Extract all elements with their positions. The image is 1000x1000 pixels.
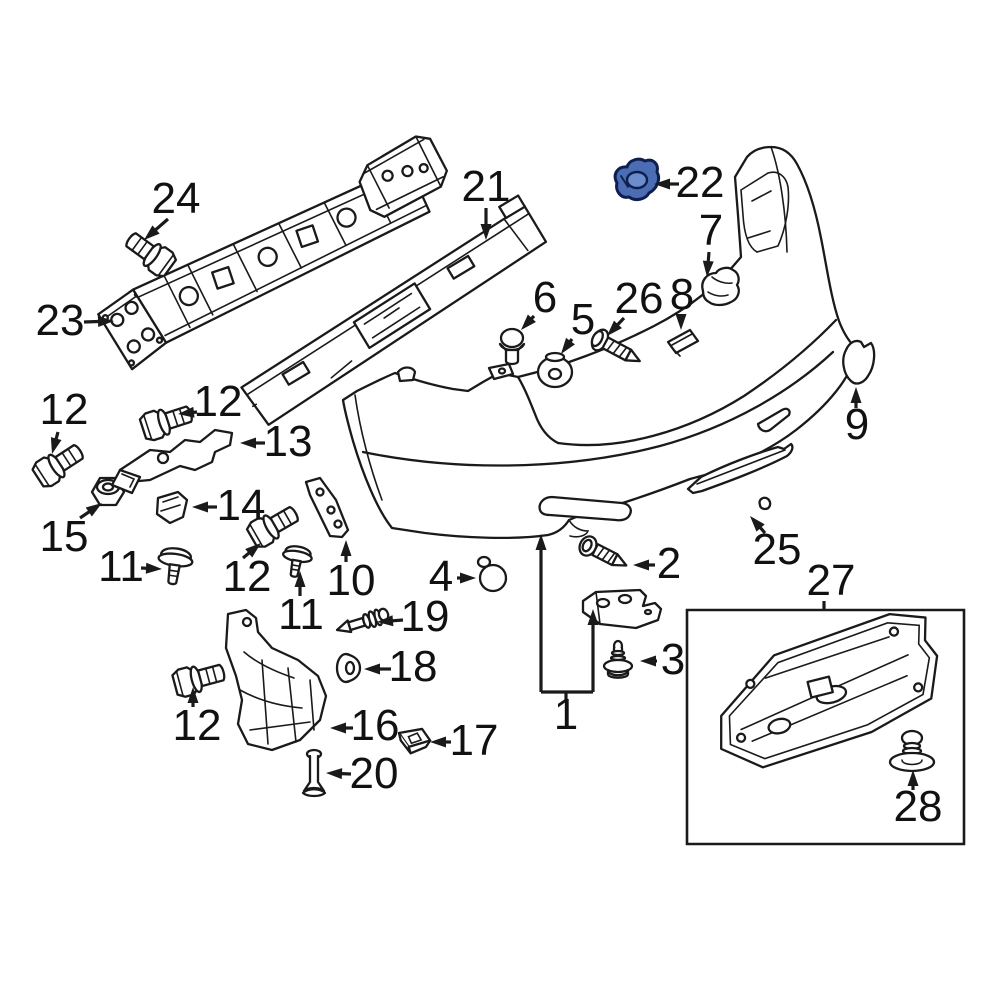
rivet-part-11-mid [278,543,315,581]
bracket-part-14 [157,492,187,523]
cap-part-7 [702,268,738,305]
rivet-part-20 [303,750,325,796]
impact-bar-drawing [95,164,438,372]
bracket-part-16 [226,610,326,750]
bracket-part-10 [306,478,348,537]
impact-bar-end-bracket [350,131,453,221]
bumper-cover-drawing [343,147,858,538]
clip-part-6 [500,329,524,364]
pin-part-19 [335,607,391,638]
clip-part-28 [890,731,934,771]
bracket-part-13 [112,430,232,493]
fastener-part-3 [604,641,632,678]
screw-part-2 [576,533,631,574]
under-cover-box [687,605,964,844]
rivet-part-11-left [154,545,196,588]
pad-part-8 [668,330,698,356]
clip-part-17 [396,725,432,756]
tow-hook-cover-part-9 [843,341,874,383]
screw-part-26 [588,327,645,371]
callout-arrows [50,178,919,791]
highlighted-clip-part-22 [615,159,658,199]
under-cover-drawing [699,605,953,776]
grommet-part-5 [538,353,572,387]
reflector-part-25 [688,444,792,493]
grommet-part-18 [337,654,360,682]
energy-absorber-drawing [230,196,553,427]
grommet-part-4 [478,557,506,591]
